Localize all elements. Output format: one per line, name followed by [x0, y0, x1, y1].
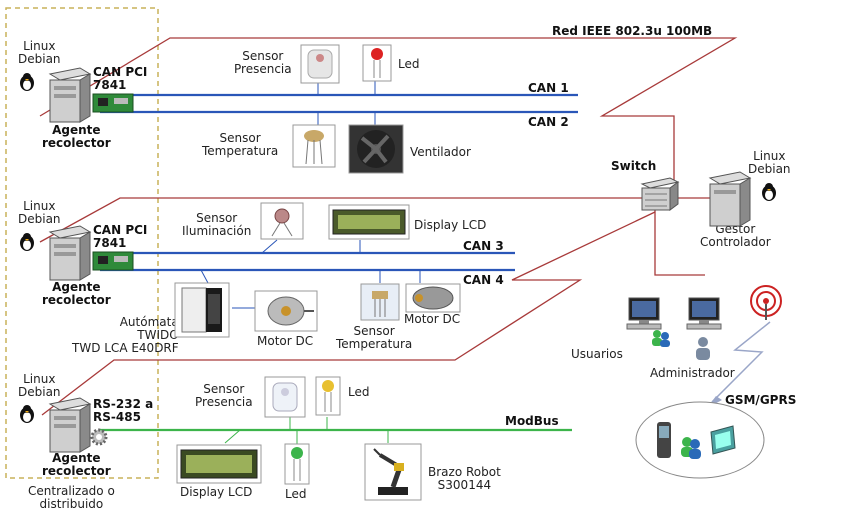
lcd1-label: Display LCD: [414, 218, 487, 232]
can3-label: CAN 3: [463, 239, 504, 253]
agent2-card: CAN PCI 7841: [93, 223, 148, 250]
users-label: Usuarios: [571, 347, 623, 361]
presence2-label: Sensor Presencia: [195, 382, 253, 409]
manager-os: Linux Debian: [748, 149, 791, 176]
gear-icon: [90, 428, 108, 446]
robot-arm-icon: [364, 443, 422, 501]
motor2-label: Motor DC: [404, 312, 461, 326]
can1-label: CAN 1: [528, 81, 569, 95]
led1-label: Led: [398, 57, 420, 71]
antenna-icon: [750, 285, 782, 320]
ethernet-label: Red IEEE 802.3u 100MB: [552, 24, 713, 38]
lcd-display-icon: [328, 204, 410, 240]
presence-sensor-icon: [264, 376, 306, 418]
pc-tower-icon: [48, 397, 92, 453]
pc-tower-icon: [48, 67, 92, 123]
linux-tux-icon: [20, 73, 34, 91]
led-icon: [315, 376, 341, 416]
ethernet-line-top: [39, 37, 738, 180]
agent2-role: Agente recolector: [42, 280, 111, 307]
plc-icon: [174, 282, 230, 338]
linux-tux-icon: [762, 183, 776, 201]
can4-label: CAN 4: [463, 273, 504, 287]
agent2-os: Linux Debian: [18, 199, 61, 226]
pc-tower-icon: [708, 171, 752, 227]
agent3-os: Linux Debian: [18, 372, 61, 399]
temp1-label: Sensor Temperatura: [202, 131, 279, 158]
switch-icon: [640, 177, 680, 211]
ethernet-line-clients: [654, 210, 705, 276]
switch-label: Switch: [611, 159, 657, 173]
ethernet-line-bottom: [41, 211, 656, 416]
led2-label: Led: [348, 385, 370, 399]
motor-icon: [254, 290, 318, 332]
distribution-zone: [5, 7, 159, 479]
gsm-link: [711, 321, 771, 403]
can2-label: CAN 2: [528, 115, 569, 129]
agent3-card: RS-232 a RS-485: [93, 397, 154, 424]
fan-icon: [348, 124, 404, 174]
agent1-card: CAN PCI 7841: [93, 65, 148, 92]
led3-label: Led: [285, 487, 307, 501]
presence-sensor-icon: [300, 44, 340, 84]
motor-icon: [405, 283, 461, 313]
zone-label: Centralizado o distribuido: [28, 484, 115, 511]
mobile-clients-oval: [635, 401, 765, 479]
pci-card-icon: [92, 93, 134, 113]
temp2-label: Sensor Temperatura: [336, 324, 413, 351]
plc-label: Autómata TWIDO TWD LCA E40DRF: [72, 315, 179, 355]
pc-tower-icon: [48, 225, 92, 281]
agent3-role: Agente recolector: [42, 451, 111, 478]
pci-card-icon: [92, 251, 134, 271]
temperature-sensor-icon: [360, 283, 400, 321]
admin-label: Administrador: [650, 366, 735, 380]
lcd-display-icon: [176, 444, 262, 484]
admin-workstation-icon: [686, 297, 722, 360]
led-icon: [284, 443, 310, 485]
temperature-sensor-icon: [292, 124, 336, 168]
modbus-drops: [224, 417, 389, 445]
ethernet-line-mid: [39, 197, 655, 243]
fan-label: Ventilador: [410, 145, 471, 159]
agent1-role: Agente recolector: [42, 123, 111, 150]
light-sensor-icon: [260, 202, 304, 240]
lcd2-label: Display LCD: [180, 485, 253, 499]
robot-label: Brazo Robot S300144: [428, 465, 501, 492]
linux-tux-icon: [20, 405, 34, 423]
led-icon: [362, 44, 392, 82]
mobile-devices-icon: [657, 422, 736, 459]
user-workstation-icon: [626, 297, 670, 347]
gsm-label: GSM/GPRS: [725, 393, 797, 407]
agent1-os: Linux Debian: [18, 39, 61, 66]
presence1-label: Sensor Presencia: [234, 49, 292, 76]
linux-tux-icon: [20, 233, 34, 251]
modbus-label: ModBus: [505, 414, 559, 428]
light-label: Sensor Iluminación: [182, 211, 252, 238]
motor1-label: Motor DC: [257, 334, 314, 348]
